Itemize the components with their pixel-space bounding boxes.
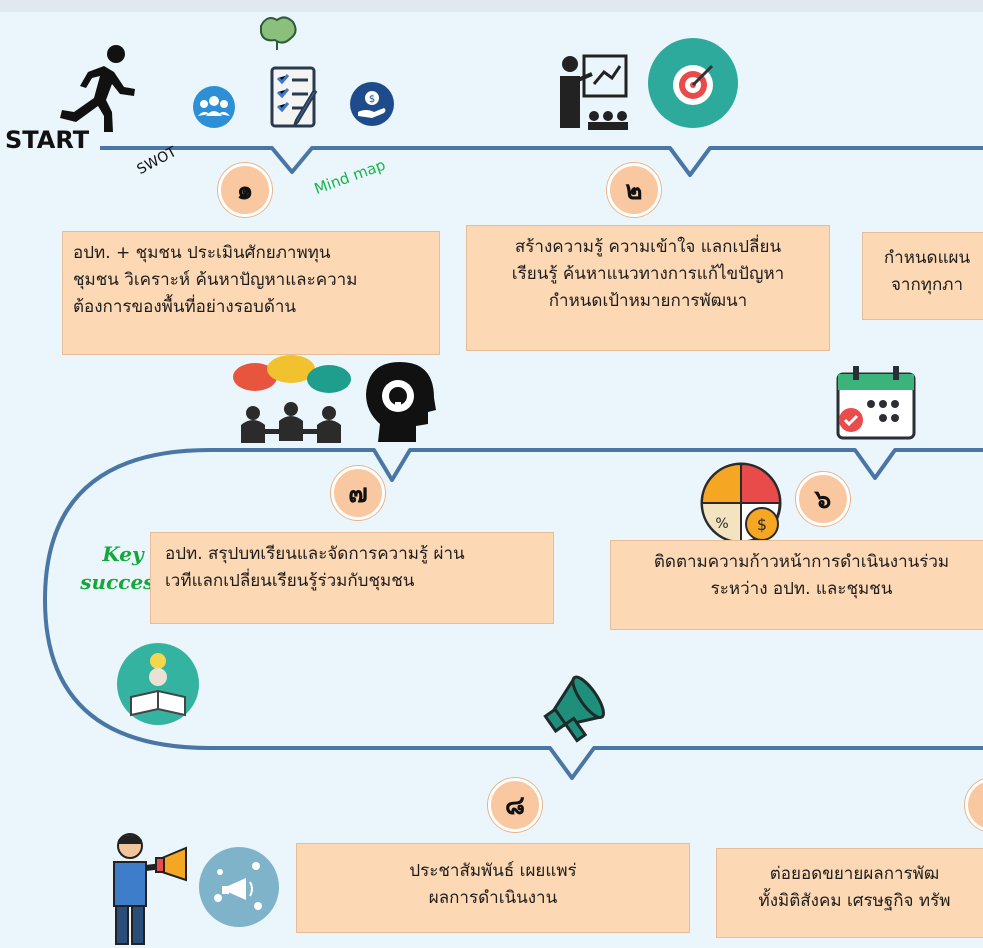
step-2-box: สร้างความรู้ ความเข้าใจ แลกเปลี่ยน เรียน… [466, 225, 830, 351]
megaphone-icon [543, 675, 605, 743]
step-3-box-partial: กำหนดแผน จากทุกภา [862, 232, 983, 320]
step-1-box: อปท. + ชุมชน ประเมินศักยภาพทุน ชุมชน วิเ… [62, 231, 440, 355]
step-number-1: ๑ [218, 163, 272, 217]
path-row-2-3 [43, 448, 983, 780]
target-icon [648, 38, 738, 128]
step-9-box-partial: ต่อยอดขยายผลการพัฒ ทั้งมิติสังคม เศรษฐกิ… [716, 848, 983, 938]
pie-finance-icon: $ % [700, 462, 782, 544]
svg-text:$: $ [369, 94, 375, 105]
money-hand-icon: $ [350, 82, 394, 126]
reading-idea-icon [117, 643, 199, 725]
leaf-icon [260, 16, 297, 50]
svg-text:%: % [715, 516, 728, 532]
calendar-icon [836, 366, 916, 440]
step-8-box: ประชาสัมพันธ์ เผยแพร่ ผลการดำเนินงาน [296, 843, 690, 933]
step-number-7: ๗ [331, 466, 385, 520]
step-7-box: อปท. สรุปบทเรียนและจัดการความรู้ ผ่าน เว… [150, 532, 554, 624]
runner-icon [60, 45, 135, 132]
checklist-icon [270, 66, 318, 128]
step-6-box: ติดตามความก้าวหน้าการดำเนินงานร่วม ระหว่… [610, 540, 983, 630]
presenter-icon [560, 54, 628, 130]
step-number-6: ๖ [796, 472, 850, 526]
svg-text:$: $ [757, 515, 767, 534]
group-people-icon [193, 86, 235, 128]
path-row-1 [100, 146, 983, 177]
step-number-2: ๒ [607, 163, 661, 217]
step-number-8: ๘ [488, 778, 542, 832]
meeting-chat-icon [233, 355, 351, 443]
social-media-icon [199, 847, 279, 927]
announcer-icon [113, 833, 187, 945]
top-bar [0, 0, 983, 12]
start-label: START [5, 126, 90, 154]
idea-head-icon [366, 362, 436, 442]
